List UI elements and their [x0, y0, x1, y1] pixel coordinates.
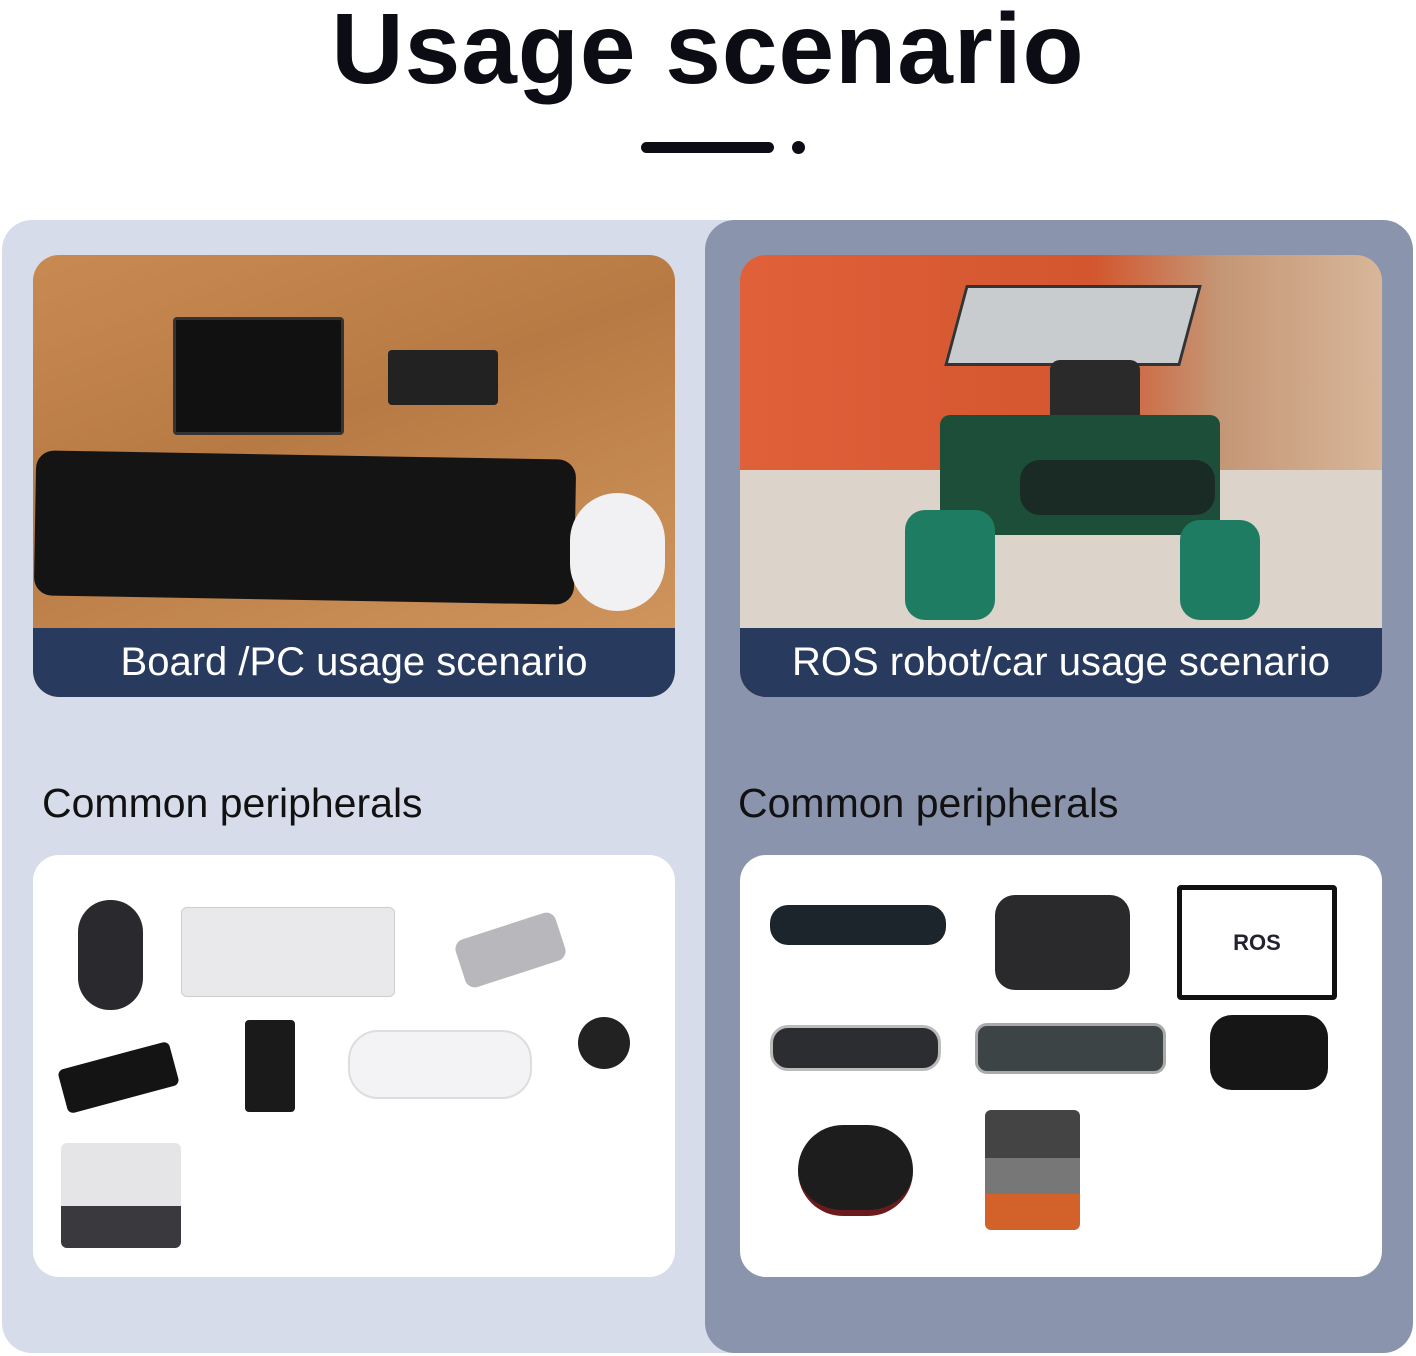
printer-icon [61, 1143, 181, 1248]
touch-display-icon: ROS [1177, 885, 1337, 1000]
hard-drive-icon [245, 1020, 295, 1112]
keyboard-icon [181, 907, 395, 997]
usb-dongle-icon [348, 1030, 532, 1099]
left-peripherals-box [33, 855, 675, 1277]
board-pc-caption: Board /PC usage scenario [33, 628, 675, 697]
usb-drive-icon [452, 910, 569, 990]
depth-camera-icon [770, 905, 946, 945]
left-peripherals-heading: Common peripherals [42, 780, 423, 826]
realsense-camera-icon [975, 1023, 1166, 1074]
lidar-dark-icon [798, 1125, 913, 1216]
right-peripherals-heading: Common peripherals [738, 780, 1119, 826]
pan-tilt-camera-icon [985, 1110, 1080, 1230]
card-reader-icon [57, 1040, 180, 1115]
lidar-round-icon [1210, 1015, 1328, 1090]
lidar-icon [995, 895, 1130, 990]
board-pc-photo: Board /PC usage scenario [33, 255, 675, 697]
depth-camera-image [1020, 460, 1215, 515]
keyboard-image [33, 450, 577, 605]
title-underline [641, 142, 774, 153]
stereo-camera-icon [770, 1025, 941, 1071]
mecanum-wheel [905, 510, 995, 620]
webcam-icon [578, 1017, 630, 1069]
ros-robot-caption: ROS robot/car usage scenario [740, 628, 1382, 697]
board-image [388, 350, 498, 405]
monitor-image [173, 317, 344, 435]
robot-screen [944, 285, 1202, 366]
title-dot [792, 141, 805, 154]
page-title: Usage scenario [331, 0, 1085, 105]
mecanum-wheel [1180, 520, 1260, 620]
mouse-image [570, 493, 665, 611]
right-peripherals-box: ROS [740, 855, 1382, 1277]
lidar-image [1050, 360, 1140, 425]
ros-robot-photo: ROS robot/car usage scenario [740, 255, 1382, 697]
mouse-icon [78, 900, 143, 1010]
